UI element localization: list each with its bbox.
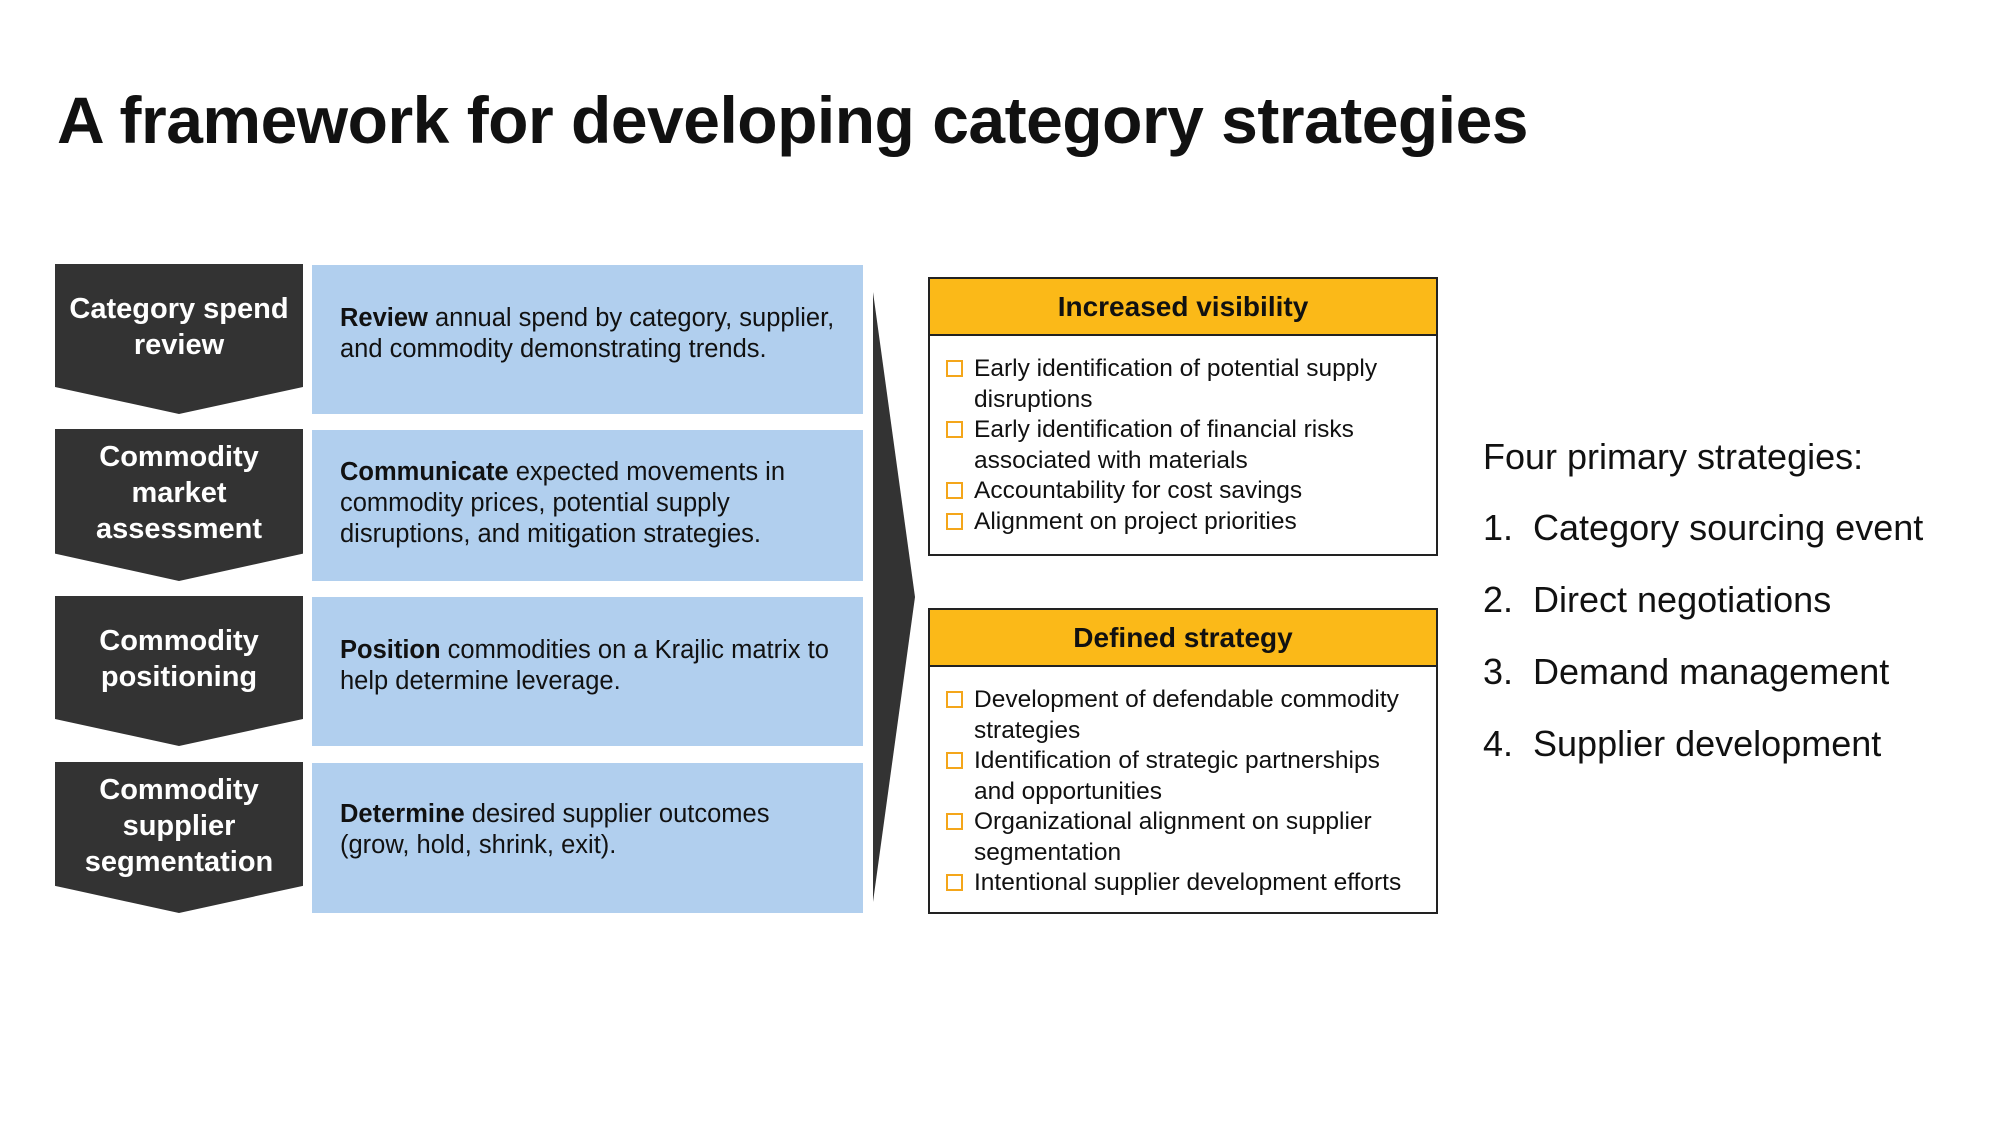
- list-item: Alignment on project priorities: [946, 507, 1422, 538]
- list-item: Early identification of potential supply…: [946, 354, 1422, 415]
- page-title: A framework for developing category stra…: [57, 83, 1529, 157]
- desc-text: commodities on a Krajlic matrix to help …: [340, 636, 829, 695]
- list-item: Intentional supplier development efforts: [946, 868, 1422, 899]
- list-item: Early identification of financial risks …: [946, 415, 1422, 476]
- desc-keyword: Communicate: [340, 458, 509, 486]
- item-text: Early identification of financial risks …: [974, 416, 1354, 474]
- outcome-title: Defined strategy: [930, 610, 1436, 667]
- outcome-title: Increased visibility: [930, 279, 1436, 336]
- outcome-defined-strategy: Defined strategy Development of defendab…: [928, 608, 1438, 914]
- item-text: Intentional supplier development efforts: [974, 869, 1402, 896]
- desc-keyword: Determine: [340, 800, 465, 828]
- step-description: Position commodities on a Krajlic matrix…: [312, 597, 863, 746]
- checkbox-icon: [946, 813, 963, 830]
- list-item: Accountability for cost savings: [946, 476, 1422, 507]
- desc-text: annual spend by category, supplier, and …: [340, 304, 835, 363]
- item-text: Accountability for cost savings: [974, 477, 1303, 504]
- strategy-item: 3. Demand management: [1483, 651, 1890, 692]
- strategy-item: 4. Supplier development: [1483, 723, 1882, 764]
- checkbox-icon: [946, 421, 963, 438]
- checkbox-icon: [946, 512, 963, 530]
- checkbox-icon: [946, 752, 963, 769]
- item-text: Development of defendable commodity stra…: [974, 686, 1399, 744]
- desc-text: desired supplier outcomes (grow, hold, s…: [340, 800, 770, 859]
- item-text: Identification of strategic partnerships…: [974, 747, 1380, 805]
- outcome-increased-visibility: Increased visibility Early identificatio…: [928, 277, 1438, 556]
- flow-arrow: [873, 292, 915, 902]
- list-item: Organizational alignment on supplier seg…: [946, 807, 1422, 868]
- checkbox-icon: [946, 482, 963, 499]
- item-text: Organizational alignment on supplier seg…: [974, 808, 1372, 866]
- item-text: Alignment on project priorities: [974, 507, 1297, 535]
- desc-text: expected movements in commodity prices, …: [340, 458, 786, 548]
- strategies-heading: Four primary strategies:: [1483, 436, 1864, 477]
- strategy-item: 2. Direct negotiations: [1483, 579, 1832, 620]
- step-description: Determine desired supplier outcomes (gro…: [312, 763, 863, 913]
- desc-keyword: Review: [340, 304, 428, 332]
- checkbox-icon: [946, 691, 963, 708]
- step-description: Review annual spend by category, supplie…: [312, 265, 863, 414]
- strategy-item: 1. Category sourcing event: [1483, 507, 1924, 548]
- list-item: Development of defendable commodity stra…: [946, 685, 1422, 746]
- step-description: Communicate expected movements in commod…: [312, 430, 863, 581]
- list-item: Identification of strategic partnerships…: [946, 746, 1422, 807]
- step-commodity-market-assessment: Commodity market assessment: [55, 429, 303, 581]
- checkbox-icon: [946, 360, 963, 377]
- step-category-spend-review: Category spend review: [55, 264, 303, 414]
- checkbox-icon: [946, 874, 963, 891]
- item-text: Early identification of potential supply…: [974, 355, 1378, 413]
- step-commodity-positioning: Commodity positioning: [55, 596, 303, 746]
- step-commodity-supplier-segmentation: Commodity supplier segmentation: [55, 762, 303, 913]
- desc-keyword: Position: [340, 636, 441, 664]
